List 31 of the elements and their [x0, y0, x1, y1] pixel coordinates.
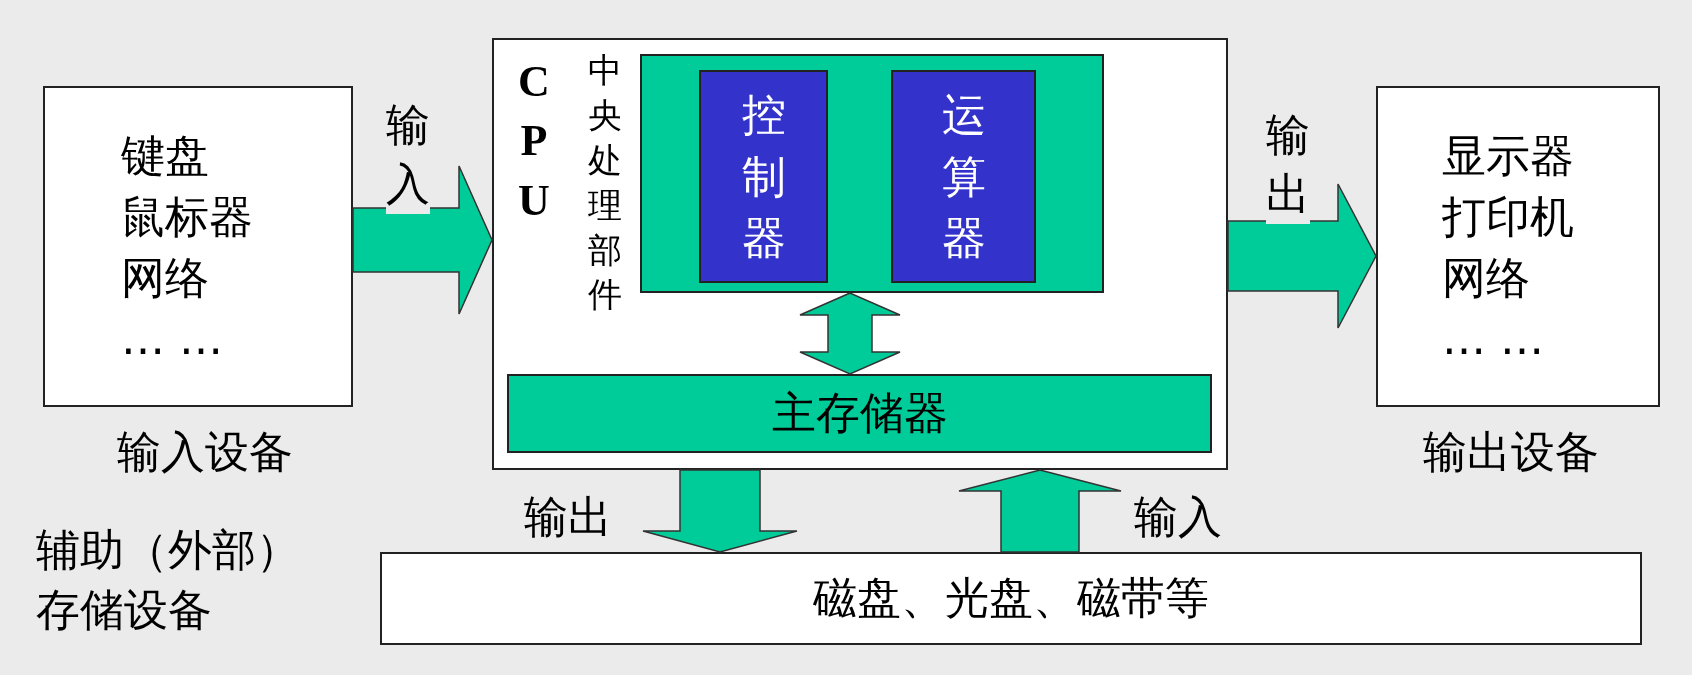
unit-box — [891, 70, 1036, 283]
list-item: 显示器 — [1442, 128, 1574, 183]
list-item: 网络 — [121, 250, 209, 305]
block-arrow — [799, 292, 901, 375]
unit-box — [699, 70, 828, 283]
device-box — [1376, 86, 1660, 407]
storage-box — [380, 552, 1642, 645]
processor-box — [640, 54, 1104, 293]
box-label: 运算器 — [941, 88, 986, 266]
list-item: 键盘 — [121, 128, 209, 183]
cpu-label: CPU — [517, 56, 551, 227]
node-label: 辅助（外部）存储设备 — [36, 523, 301, 637]
list-item: 打印机 — [1442, 189, 1574, 244]
memory-box — [507, 374, 1212, 453]
list-item: 鼠标器 — [121, 189, 253, 244]
block-arrow — [352, 165, 493, 315]
device-box — [43, 86, 353, 407]
block-arrow — [1227, 183, 1377, 329]
block-arrow — [958, 469, 1122, 553]
edge-label: 输入 — [1134, 493, 1222, 542]
node-label: 输出设备 — [1422, 425, 1600, 479]
box-label: 主存储器 — [771, 386, 948, 440]
block-arrow — [642, 469, 798, 553]
vertical-label: 中央处理部件 — [588, 49, 622, 317]
node-label: 输入设备 — [116, 425, 294, 479]
list-item: … … — [1442, 311, 1544, 366]
list-item: 网络 — [1442, 250, 1530, 305]
box-label: 控制器 — [741, 88, 786, 266]
box-label: 磁盘、光盘、磁带等 — [813, 571, 1209, 625]
cpu-box — [492, 38, 1228, 470]
list-item: … … — [121, 311, 223, 366]
